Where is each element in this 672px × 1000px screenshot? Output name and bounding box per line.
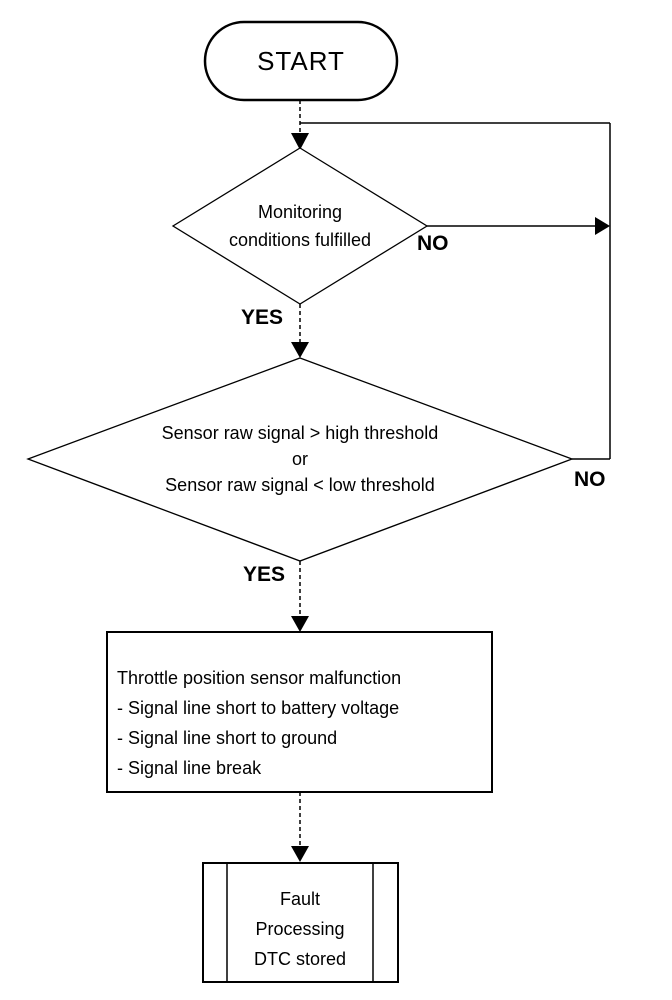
arrowhead-into-threshold-decision [291, 342, 309, 358]
process-malfunction-shape [106, 631, 493, 793]
process-malfunction-line: Throttle position sensor malfunction [117, 668, 402, 688]
decision-threshold-line: Sensor raw signal < low threshold [165, 475, 435, 495]
process-malfunction-line: - Signal line break [117, 758, 262, 778]
arrowhead-into-fault-processing [291, 846, 309, 862]
predefined-fault-shape [202, 862, 399, 983]
fault-processing-line: DTC stored [253, 949, 347, 969]
decision-monitoring-line: Monitoring [257, 202, 343, 222]
decision-monitoring-line: conditions fulfilled [228, 230, 372, 250]
decision-monitoring: Monitoring conditions fulfilled [160, 198, 440, 254]
start-label: START [257, 45, 345, 76]
monitoring-yes-label: YES [241, 306, 284, 329]
decision-threshold-line: or [291, 449, 308, 469]
decision-threshold: Sensor raw signal > high threshold or Se… [60, 420, 540, 498]
fault-processing-line: Processing [255, 919, 345, 939]
predefined-fault-processing: Fault Processing DTC stored [230, 884, 370, 974]
decision-threshold-line: Sensor raw signal > high threshold [161, 423, 439, 443]
process-malfunction-line: - Signal line short to battery voltage [117, 698, 400, 718]
process-malfunction-line: - Signal line short to ground [117, 728, 338, 748]
start-node: START [205, 22, 397, 100]
process-malfunction: Throttle position sensor malfunction - S… [117, 663, 485, 783]
start-terminator-shape [203, 20, 399, 102]
threshold-no-label: NO [574, 468, 606, 491]
threshold-yes-label: YES [243, 563, 286, 586]
monitoring-no-label: NO [417, 232, 449, 255]
fault-processing-line: Fault [279, 889, 321, 909]
arrowhead-into-malfunction-process [291, 616, 309, 632]
arrowhead-monitoring-no [595, 217, 610, 235]
arrowhead-into-monitoring-decision [291, 133, 309, 150]
